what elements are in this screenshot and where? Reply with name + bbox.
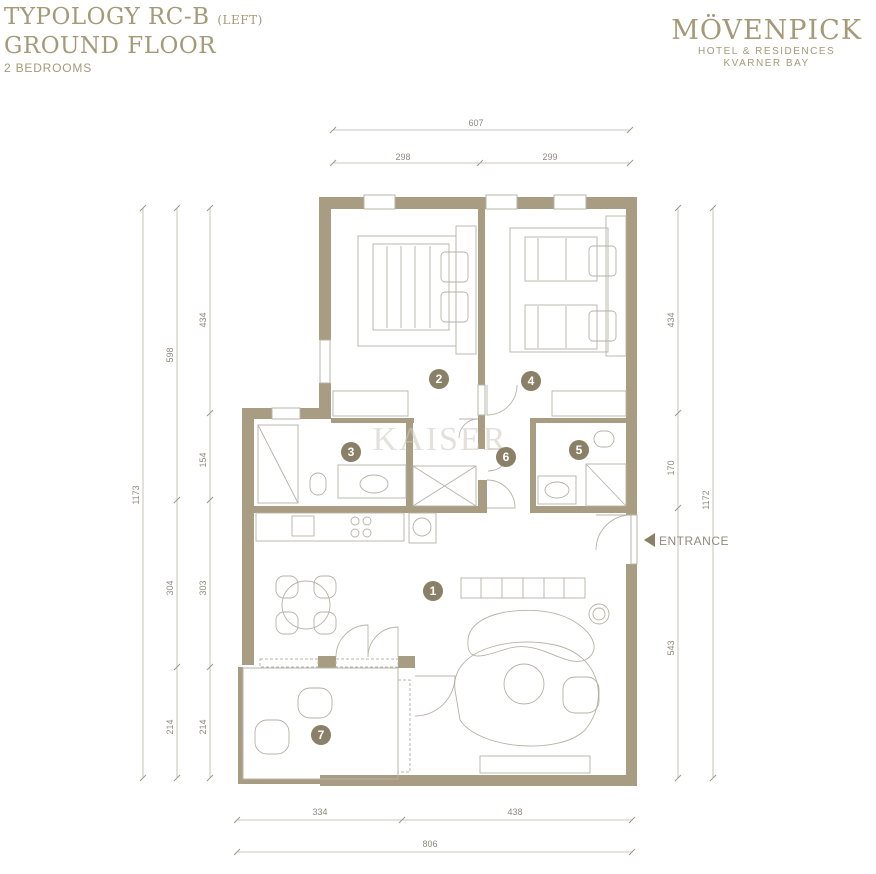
brand-sub-2: KVARNER BAY [723,58,810,69]
room-label-5: 5 [576,443,583,457]
dim-right-inner-2: 170 [666,460,676,475]
dim-top-right: 299 [542,152,557,162]
dim-left-inner-3: 303 [198,580,208,595]
room-label-1: 1 [430,584,437,598]
room-badge-2 [429,369,449,389]
dim-left-inner-1: 434 [198,312,208,327]
dim-left-mid-bottom: 214 [165,719,175,734]
entrance-arrow-icon [644,533,655,547]
furniture [254,215,627,774]
room-badge-6 [496,447,516,467]
dim-right-inner-1: 434 [666,312,676,327]
room-label-4: 4 [528,374,535,388]
room-badge-1 [423,581,443,601]
room-label-7: 7 [318,728,325,742]
walls [238,197,637,786]
title-suffix: (LEFT) [217,13,263,27]
dim-left-inner-4: 214 [198,719,208,734]
room-badge-3 [341,442,361,462]
dim-bottom-total: 806 [422,839,437,849]
dim-left-mid-upper: 598 [165,347,175,362]
doors [335,384,632,717]
bedrooms-subtitle: 2 BEDROOMS [4,61,93,75]
dim-top-total: 607 [468,118,483,128]
dim-bottom-right: 438 [507,807,522,817]
dim-top-left: 298 [395,152,410,162]
entrance-label: ENTRANCE [659,534,729,548]
room-badge-7 [311,725,331,745]
dim-left-outer: 1173 [131,485,141,504]
typology-title: TYPOLOGY RC-B (LEFT) [4,4,263,30]
dim-left-mid-lower: 304 [165,580,175,595]
room-badge-5 [569,440,589,460]
room-label-2: 2 [436,372,443,386]
balcony-outline [242,667,399,780]
dimension-lines [139,126,717,856]
dim-left-inner-2: 154 [198,452,208,467]
floor-title: GROUND FLOOR [4,33,217,59]
room-label-6: 6 [503,450,510,464]
brand-name: MÖVENPICK [671,15,862,46]
dim-right-inner-3: 543 [666,640,676,655]
plan-header: TYPOLOGY RC-B (LEFT) GROUND FLOOR 2 BEDR… [4,4,263,75]
brand-logo: MÖVENPICK HOTEL & RESIDENCES KVARNER BAY [671,16,862,70]
brand-sub-1: HOTEL & RESIDENCES [697,46,836,57]
dim-right-outer: 1172 [701,490,711,509]
room-label-3: 3 [348,445,355,459]
dim-bottom-left: 334 [312,807,327,817]
room-badge-4 [521,371,541,391]
room-badges: 1 2 3 4 5 6 7 [311,369,589,745]
watermark-text: KAISER [373,421,508,458]
